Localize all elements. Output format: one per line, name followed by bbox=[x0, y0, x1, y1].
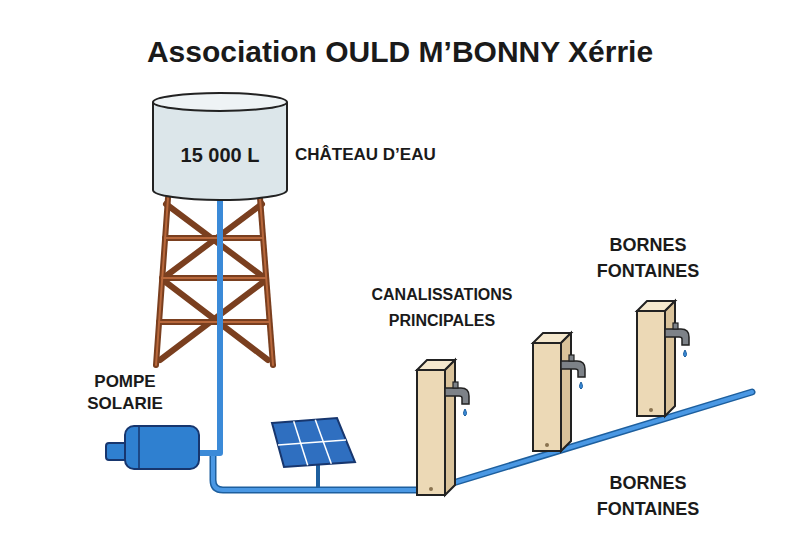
tower-inner-part bbox=[260, 198, 273, 365]
solar-panel-part-part bbox=[278, 440, 346, 445]
solar-panel bbox=[272, 418, 355, 488]
standpost bbox=[417, 301, 689, 495]
pump-heading: POMPE SOLARIE bbox=[73, 371, 177, 415]
tank-body bbox=[153, 102, 287, 200]
standpost bbox=[533, 333, 585, 451]
tank-node: 15 000 LCHÂTEAU D’EAU bbox=[152, 92, 288, 200]
standpost-part bbox=[665, 329, 689, 345]
tower-part bbox=[162, 275, 266, 281]
tower-inner-part bbox=[165, 237, 263, 239]
standpost-part bbox=[545, 443, 549, 447]
tower-inner bbox=[156, 198, 273, 365]
solar-panel-part bbox=[316, 464, 320, 488]
standpost-part bbox=[453, 382, 458, 388]
standpost-part bbox=[464, 409, 467, 416]
standpost-part bbox=[429, 487, 433, 491]
tank-lid bbox=[153, 93, 287, 111]
standpost-part bbox=[533, 343, 561, 451]
standpost-part bbox=[637, 311, 665, 416]
pump-node: POMPE SOLARIE bbox=[105, 425, 200, 470]
standpost-part bbox=[445, 388, 469, 404]
tower-inner-part bbox=[159, 321, 269, 323]
standpost-part bbox=[445, 360, 455, 495]
capacity-label: 15 000 L bbox=[152, 142, 288, 168]
pipe-connector bbox=[200, 200, 220, 453]
tower-inner-part bbox=[156, 198, 168, 365]
tower-part bbox=[166, 204, 262, 276]
standpost-part bbox=[561, 333, 571, 451]
standpost-part bbox=[417, 370, 445, 495]
tower bbox=[156, 198, 273, 365]
pump-body bbox=[125, 426, 199, 469]
fountain-label: BORNES FONTAINES bbox=[583, 232, 713, 284]
solar-panel-part bbox=[278, 420, 346, 466]
tower-part bbox=[166, 204, 262, 276]
tank-heading: CHÂTEAU D’EAU bbox=[295, 144, 436, 166]
standpost-part bbox=[649, 408, 653, 412]
standpost-part bbox=[569, 355, 574, 361]
standpost-part bbox=[561, 361, 585, 377]
standpost bbox=[637, 301, 689, 416]
standpost-part bbox=[580, 382, 583, 389]
tower-inner-part bbox=[162, 277, 266, 279]
pipe-label: CANALISSATIONS PRINCIPALES bbox=[352, 282, 532, 334]
pump-ring bbox=[138, 427, 140, 468]
solar-panel-part bbox=[272, 418, 355, 467]
standpost-part bbox=[684, 350, 687, 357]
standpost-part bbox=[673, 323, 678, 329]
title: Association OULD M’BONNY Xérrie bbox=[0, 32, 800, 72]
standpost-part bbox=[665, 301, 675, 416]
standpost bbox=[417, 360, 469, 495]
fountain-label: BORNES FONTAINES bbox=[583, 470, 713, 522]
tower-part bbox=[160, 280, 266, 360]
pump-shape bbox=[105, 425, 200, 470]
